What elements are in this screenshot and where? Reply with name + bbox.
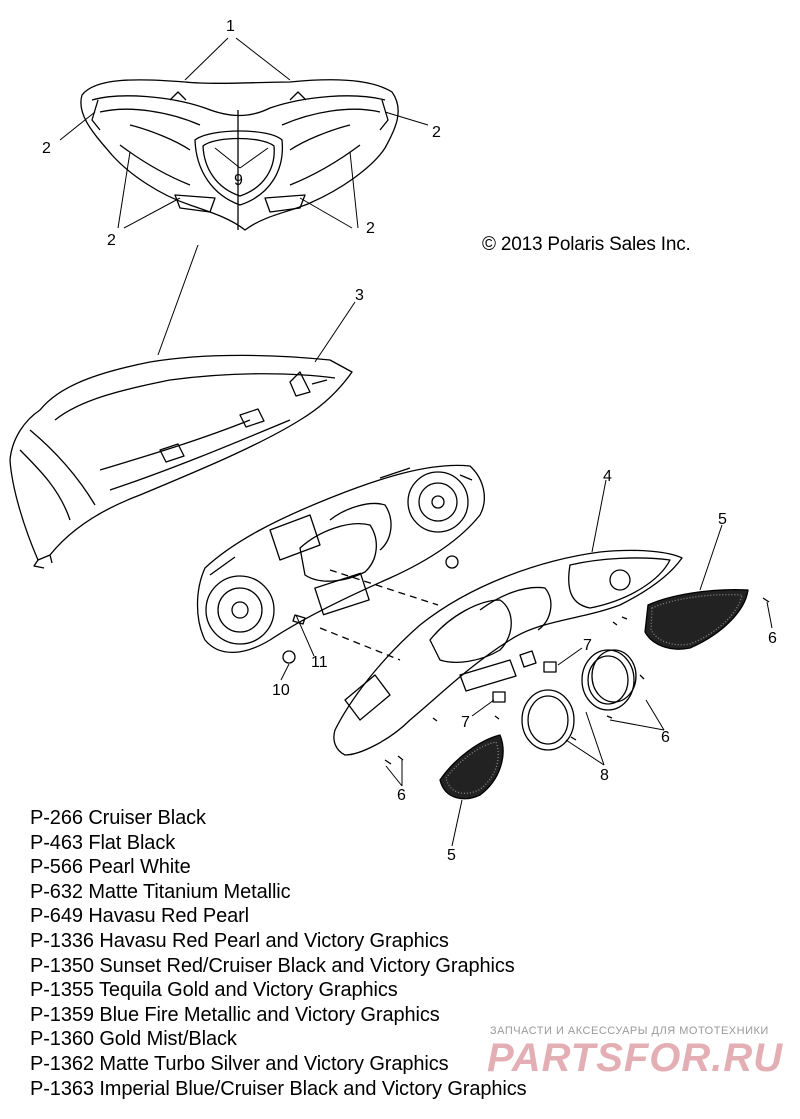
callout-2-right-lower: 2 xyxy=(366,220,375,237)
callout-7-upper: 7 xyxy=(583,637,592,654)
paint-code-item: P-463 Flat Black xyxy=(30,831,176,854)
paint-code-item: P-1363 Imperial Blue/Cruiser Black and V… xyxy=(30,1077,527,1100)
callout-8: 8 xyxy=(600,767,609,784)
callout-2-left-lower: 2 xyxy=(107,232,116,249)
paint-code-item: P-1355 Tequila Gold and Victory Graphics xyxy=(30,979,398,1002)
callout-1: 1 xyxy=(226,18,235,35)
gauge-cover-lower xyxy=(439,734,504,800)
callout-4: 4 xyxy=(603,468,612,485)
callout-7-lower: 7 xyxy=(461,714,470,731)
callout-5-upper: 5 xyxy=(718,511,727,528)
callout-10: 10 xyxy=(272,682,290,699)
callout-11: 11 xyxy=(311,654,328,671)
outer-fairing-side-view xyxy=(9,354,353,569)
callout-2-right-upper: 2 xyxy=(432,124,441,141)
paint-code-list: P-266 Cruiser Black P-463 Flat Black P-5… xyxy=(30,806,527,1101)
callout-6-right: 6 xyxy=(768,630,777,647)
paint-code-item: P-1360 Gold Mist/Black xyxy=(30,1028,237,1051)
clips xyxy=(492,661,557,703)
leader-lines xyxy=(59,37,773,847)
callout-2-left-upper: 2 xyxy=(42,140,51,157)
outer-fairing-front-view xyxy=(80,79,399,231)
gauge-cover-upper xyxy=(644,589,749,650)
callout-3: 3 xyxy=(355,287,364,304)
paint-code-item: P-632 Matte Titanium Metallic xyxy=(30,880,291,903)
gauge-rings xyxy=(521,649,637,751)
paint-code-item: P-1350 Sunset Red/Cruiser Black and Vict… xyxy=(30,954,515,977)
assembly-guide-lines xyxy=(319,569,439,661)
paint-code-item: P-1359 Blue Fire Metallic and Victory Gr… xyxy=(30,1003,440,1026)
paint-code-item: P-566 Pearl White xyxy=(30,856,191,879)
paint-code-item: P-649 Havasu Red Pearl xyxy=(30,905,250,928)
inner-fairing-speaker-assembly xyxy=(196,464,485,664)
callout-6-lower: 6 xyxy=(397,787,406,804)
callout-labels: 1 2 2 2 2 9 3 4 5 5 6 6 6 7 7 8 10 11 xyxy=(42,18,777,864)
instrument-bezel xyxy=(333,549,683,756)
watermark-tagline: ЗАПЧАСТИ И АКСЕССУАРЫ ДЛЯ МОТОТЕХНИКИ xyxy=(490,1025,769,1037)
watermark-logo: PARTSFOR.RU xyxy=(487,1036,784,1080)
paint-code-item: P-1336 Havasu Red Pearl and Victory Grap… xyxy=(30,929,449,952)
copyright-notice: © 2013 Polaris Sales Inc. xyxy=(482,234,691,255)
screws xyxy=(384,597,770,765)
paint-code-item: P-266 Cruiser Black xyxy=(30,807,206,829)
callout-9: 9 xyxy=(234,172,243,189)
callout-6-middle: 6 xyxy=(661,729,670,746)
callout-5-lower: 5 xyxy=(447,847,456,864)
paint-code-item: P-1362 Matte Turbo Silver and Victory Gr… xyxy=(30,1052,449,1075)
